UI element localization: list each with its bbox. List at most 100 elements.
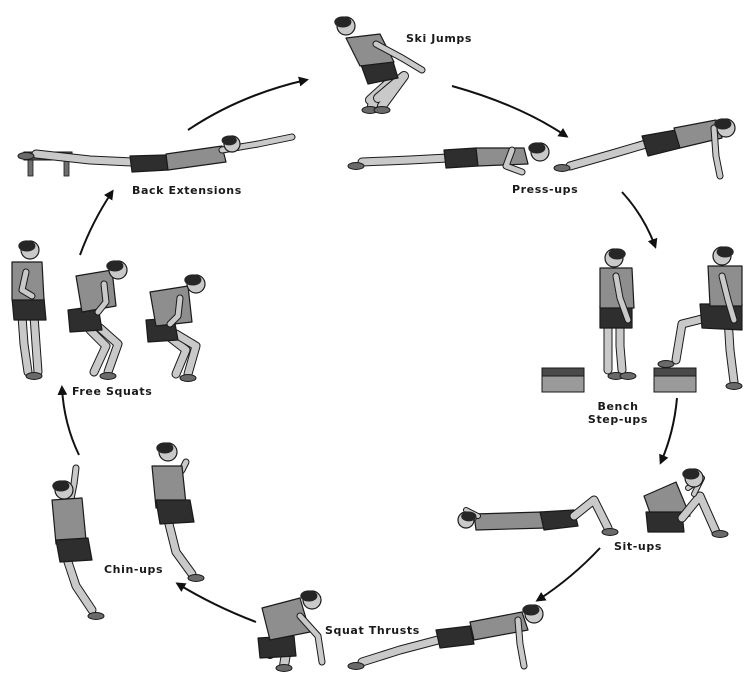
shorts xyxy=(539,509,579,531)
circuit-arrows xyxy=(57,76,678,623)
figure-squat-thrust-crouch xyxy=(257,590,326,672)
shoe-step xyxy=(657,360,675,368)
hair xyxy=(334,16,352,28)
hair xyxy=(716,246,734,258)
label-bench-step-ups-line1: Bench xyxy=(597,400,639,413)
shorts xyxy=(155,499,195,525)
arrow-sit-ups-to-squat-thrusts xyxy=(535,547,601,602)
arm xyxy=(613,273,631,323)
feet xyxy=(187,574,205,582)
hair xyxy=(461,511,477,522)
legs xyxy=(358,636,442,666)
figure-squat-deep xyxy=(145,274,206,382)
arrow-press-ups-to-bench-step-ups xyxy=(621,191,658,249)
shirt xyxy=(673,119,723,149)
hair xyxy=(156,442,174,454)
feet xyxy=(25,372,43,380)
arm xyxy=(167,295,183,327)
figure-sit-up-curled xyxy=(643,468,729,538)
arrow-chin-ups-to-free-squats xyxy=(57,385,80,456)
figure-ski-jump xyxy=(334,16,426,114)
label-chin-ups: Chin-ups xyxy=(104,563,164,576)
legs xyxy=(32,150,136,166)
shirt xyxy=(469,611,529,641)
leg-front xyxy=(374,72,408,110)
arm xyxy=(373,41,425,73)
arm xyxy=(297,613,325,665)
hair xyxy=(522,604,540,616)
figure-back-extension xyxy=(17,133,296,173)
shirt xyxy=(345,33,395,67)
figure-sit-up-lying xyxy=(457,495,619,536)
shorts xyxy=(641,129,681,157)
label-bench-step-ups: Bench Step-ups xyxy=(584,400,652,426)
arrow-free-squats-to-back-extensions xyxy=(79,189,114,256)
feet xyxy=(87,612,105,620)
feet xyxy=(347,162,365,170)
feet xyxy=(17,152,35,160)
leg-front xyxy=(616,318,626,374)
legs xyxy=(566,140,650,170)
hair xyxy=(184,274,202,286)
hair xyxy=(106,260,124,272)
hair xyxy=(682,468,700,480)
shorts xyxy=(129,154,169,173)
label-press-ups: Press-ups xyxy=(512,183,579,196)
figure-press-up-raised xyxy=(553,118,736,180)
figure-squat-half xyxy=(67,260,128,380)
leg-back xyxy=(18,312,32,376)
arrow-ski-jumps-to-press-ups xyxy=(451,85,569,138)
bench-step-left xyxy=(541,367,585,393)
hair xyxy=(221,135,237,146)
shoe-front xyxy=(373,106,391,114)
label-ski-jumps: Ski Jumps xyxy=(406,32,473,45)
arm xyxy=(503,147,525,175)
figure-squat-standing xyxy=(11,240,47,380)
legs xyxy=(164,516,196,578)
figure-squat-thrust-extended xyxy=(347,604,544,670)
label-sit-ups: Sit-ups xyxy=(614,540,662,553)
arm xyxy=(711,125,723,179)
label-bench-step-ups-line2: Step-ups xyxy=(587,413,649,426)
label-squat-thrusts: Squat Thrusts xyxy=(325,624,420,637)
hair xyxy=(714,118,732,130)
shorts xyxy=(257,635,297,659)
arm xyxy=(67,465,79,507)
leg-front xyxy=(96,324,122,376)
label-free-squats: Free Squats xyxy=(72,385,153,398)
shorts xyxy=(645,511,685,533)
arrow-back-extensions-to-ski-jumps xyxy=(187,76,309,131)
arm xyxy=(95,281,109,315)
shirt xyxy=(75,269,117,313)
feet xyxy=(711,530,729,538)
shirt xyxy=(165,145,227,171)
feet xyxy=(601,528,619,536)
shirt xyxy=(475,147,529,167)
leg-back xyxy=(86,326,110,376)
shorts xyxy=(55,537,93,563)
feet xyxy=(553,164,571,172)
label-back-extensions: Back Extensions xyxy=(132,184,242,197)
figure-step-up-standing xyxy=(599,248,637,380)
figure-press-up-lowered xyxy=(347,142,550,176)
shoe-front xyxy=(619,372,637,380)
feet xyxy=(347,662,365,670)
legs xyxy=(358,154,452,166)
shorts xyxy=(435,625,475,649)
leg-front xyxy=(30,312,42,376)
arm xyxy=(19,269,35,299)
leg-step xyxy=(672,314,710,364)
shorts xyxy=(443,147,479,169)
arrow-squat-thrusts-to-chin-ups xyxy=(175,582,257,623)
legs xyxy=(62,552,96,614)
feet xyxy=(179,374,197,382)
figure-step-up-stepping xyxy=(657,246,743,390)
leg-front xyxy=(172,330,200,378)
arm xyxy=(719,273,737,323)
figure-chin-up-pulled xyxy=(151,442,205,582)
hair xyxy=(528,142,546,154)
hair xyxy=(18,240,36,252)
hair xyxy=(608,248,626,260)
